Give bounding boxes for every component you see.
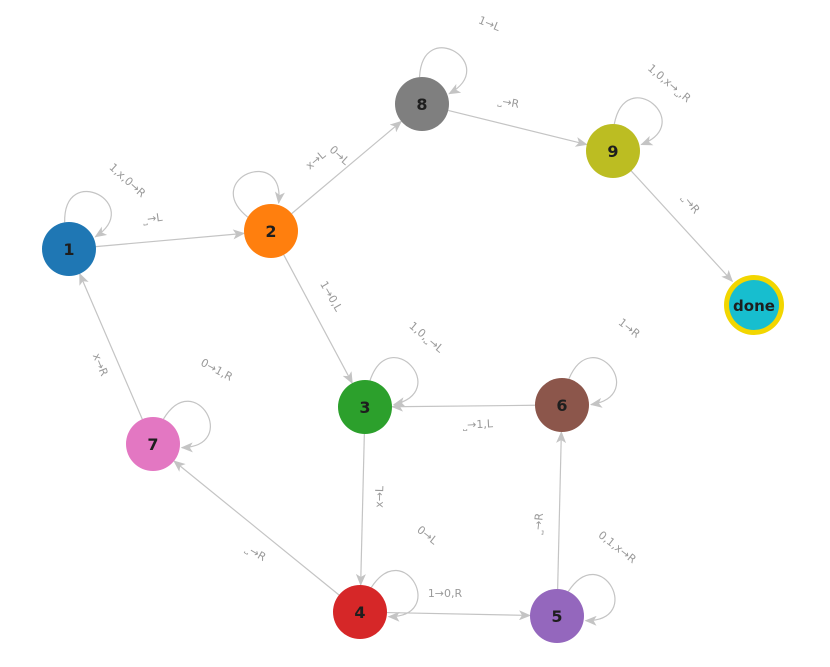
edge-5-5: [567, 574, 616, 626]
edge-label-2-2: 0→L: [327, 143, 353, 168]
edge-4-7: [173, 460, 340, 596]
state-label: 5: [551, 607, 562, 626]
state-circle: [333, 585, 387, 639]
state-circle: [530, 589, 584, 643]
state-circle: [42, 222, 96, 276]
edge-label-8-8: 1→L: [477, 14, 503, 35]
state-node-1: 1: [42, 222, 96, 276]
edge-6-3: [390, 401, 536, 412]
state-node-4: 4: [333, 585, 387, 639]
edge-label-9-9: 1,0,x→˽,R: [645, 62, 694, 106]
state-node-5: 5: [530, 589, 584, 643]
edge-label-4-5: 1→0,R: [428, 587, 463, 600]
edges-layer: [64, 47, 734, 626]
edge-label-2-3: 1→0,L: [317, 279, 345, 315]
state-node-9: 9: [586, 124, 640, 178]
state-label: 4: [354, 603, 365, 622]
edge-8-8: [418, 47, 468, 95]
state-label: 1: [63, 240, 74, 259]
state-circle: [126, 417, 180, 471]
state-label: 7: [147, 435, 158, 454]
edge-label-2-8: x→L: [303, 148, 329, 173]
edge-label-6-3: ˽→1,L: [462, 417, 494, 432]
edge-2-8: [291, 120, 403, 215]
state-circle: [535, 378, 589, 432]
state-node-3: 3: [338, 380, 392, 434]
edge-label-3-4: x→L: [373, 485, 387, 508]
edge-label-6-6: 1→R: [616, 316, 643, 341]
edge-1-2: [95, 229, 246, 248]
edge-label-5-5: 0,1,x→R: [596, 528, 639, 566]
edge-9-9: [613, 97, 663, 146]
nodes-layer: 1 2 3 4 5 6 7 8 9 done: [42, 77, 784, 643]
state-label: done: [733, 297, 775, 315]
state-label: 3: [359, 398, 370, 417]
edge-label-7-7: 0→1,R: [198, 356, 235, 384]
state-label: 6: [556, 396, 567, 415]
state-node-2: 2: [244, 204, 298, 258]
edge-label-3-3: 1,0,˽→L: [406, 319, 446, 356]
edge-1-1: [64, 191, 112, 238]
edge-7-1: [79, 272, 143, 420]
state-circle: [244, 204, 298, 258]
state-circle: [729, 280, 779, 330]
edge-2-3: [283, 254, 353, 385]
state-node-6: 6: [535, 378, 589, 432]
state-label: 2: [265, 222, 276, 241]
edge-label-1-2: ˽→L: [142, 211, 164, 227]
edge-label-9-done: ˽→R: [679, 191, 703, 216]
state-circle: [586, 124, 640, 178]
edge-label-8-9: ˽→R: [497, 94, 521, 111]
edge-7-7: [162, 400, 211, 453]
state-circle: [338, 380, 392, 434]
edge-label-5-6: ˽→R: [531, 512, 546, 535]
edge-4-5: [386, 610, 532, 621]
state-label: 9: [607, 142, 618, 161]
edge-6-6: [568, 357, 618, 408]
state-label: 8: [416, 95, 427, 114]
edge-label-1-1: 1,x,0→R: [107, 161, 149, 201]
edge-5-6: [556, 430, 567, 590]
state-node-7: 7: [126, 417, 180, 471]
state-node-done: done: [724, 275, 784, 335]
edge-2-2: [232, 170, 285, 218]
state-circle: [395, 77, 449, 131]
edge-label-7-1: x→R: [90, 351, 111, 378]
edge-3-3: [369, 357, 419, 407]
edge-9-done: [630, 170, 734, 283]
edge-label-4-7: ˽→R: [243, 542, 268, 564]
state-node-8: 8: [395, 77, 449, 131]
edge-8-9: [448, 109, 588, 147]
edge-label-4-4: 0→L: [414, 523, 440, 548]
edge-4-4: [370, 570, 419, 622]
edge-3-4: [355, 433, 366, 587]
